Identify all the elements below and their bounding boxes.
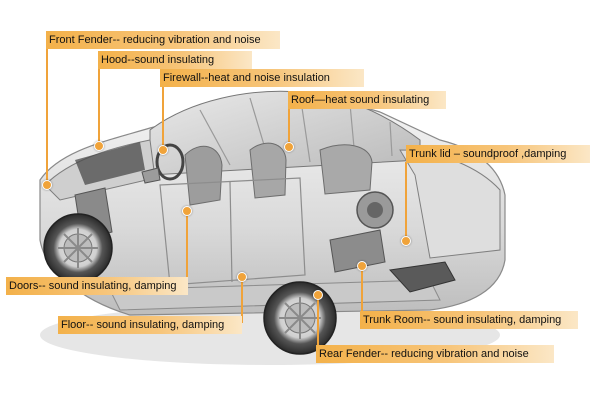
hood-leader — [98, 67, 100, 145]
doors-dot — [182, 206, 192, 216]
roof-leader — [288, 108, 290, 146]
front-fender-dot — [42, 180, 52, 190]
doors-leader — [186, 210, 188, 290]
hood-dot — [94, 141, 104, 151]
trunk-room-leader — [361, 265, 363, 319]
trunk-lid-label: Trunk lid – soundproof ,damping — [406, 145, 590, 163]
firewall-dot — [158, 145, 168, 155]
rear-fender-leader — [317, 294, 319, 354]
rear-fender-dot — [313, 290, 323, 300]
front-fender-leader — [46, 47, 48, 184]
roof-label: Roof—heat sound insulating — [288, 91, 446, 109]
rear-fender-label: Rear Fender-- reducing vibration and noi… — [316, 345, 554, 363]
floor-leader — [241, 276, 243, 323]
firewall-label: Firewall--heat and noise insulation — [160, 69, 364, 87]
trunk-lid-dot — [401, 236, 411, 246]
roof-dot — [284, 142, 294, 152]
front-fender-label: Front Fender-- reducing vibration and no… — [46, 31, 280, 49]
floor-dot — [237, 272, 247, 282]
trunk-lid-leader — [405, 162, 407, 240]
floor-label: Floor-- sound insulating, damping — [58, 316, 242, 334]
hood-label: Hood--sound insulating — [98, 51, 252, 69]
trunk-room-label: Trunk Room-- sound insulating, damping — [360, 311, 578, 329]
firewall-leader — [162, 86, 164, 149]
doors-label: Doors-- sound insulating, damping — [6, 277, 188, 295]
trunk-room-dot — [357, 261, 367, 271]
